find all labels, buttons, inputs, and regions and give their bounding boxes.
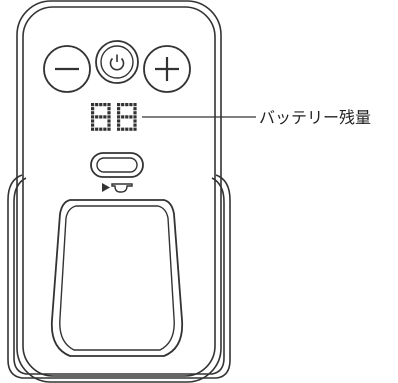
display-dot xyxy=(117,123,121,127)
display-dot xyxy=(91,103,95,107)
display-dot xyxy=(117,119,121,123)
display-dot xyxy=(133,123,137,127)
device-stand xyxy=(7,174,231,379)
display-dot xyxy=(99,115,103,119)
plus-icon xyxy=(155,57,179,81)
display-dot xyxy=(95,115,99,119)
power-icon xyxy=(109,54,125,71)
plus-button[interactable] xyxy=(143,45,191,93)
remote-body xyxy=(16,0,222,383)
display-dot xyxy=(117,103,121,107)
display-dot xyxy=(99,103,103,107)
display-dot xyxy=(133,115,137,119)
display-dot xyxy=(117,127,121,131)
display-dot xyxy=(107,103,111,107)
display-dot xyxy=(129,103,133,107)
display-dot xyxy=(91,107,95,111)
display-dot xyxy=(125,127,129,131)
display-dot xyxy=(117,107,121,111)
display-dot xyxy=(129,115,133,119)
front-panel xyxy=(50,199,184,357)
display-dot xyxy=(91,119,95,123)
display-dot xyxy=(103,115,107,119)
display-dot xyxy=(95,103,99,107)
display-dot xyxy=(91,111,95,115)
display-dot xyxy=(117,111,121,115)
display-dot xyxy=(103,127,107,131)
display-dot xyxy=(107,111,111,115)
tea-pour-icon xyxy=(102,183,133,193)
display-dot xyxy=(107,127,111,131)
display-dot xyxy=(107,115,111,119)
display-dot xyxy=(133,111,137,115)
display-dot xyxy=(91,123,95,127)
display-dot xyxy=(129,127,133,131)
display-dot xyxy=(133,107,137,111)
display-dot xyxy=(121,103,125,107)
display-dot xyxy=(133,119,137,123)
display-dot xyxy=(107,107,111,111)
display-dot xyxy=(95,127,99,131)
display-dot xyxy=(91,127,95,131)
battery-display xyxy=(91,103,137,131)
display-dot xyxy=(91,115,95,119)
display-dot xyxy=(125,115,129,119)
display-dot xyxy=(99,127,103,131)
display-dot xyxy=(121,127,125,131)
battery-level-label: バッテリー残量 xyxy=(259,108,372,127)
display-dot xyxy=(125,103,129,107)
display-dot xyxy=(107,119,111,123)
pill-button[interactable] xyxy=(90,152,144,178)
display-dot xyxy=(117,115,121,119)
minus-button[interactable] xyxy=(43,45,91,93)
display-dot xyxy=(121,115,125,119)
display-dot xyxy=(107,123,111,127)
display-dot xyxy=(133,127,137,131)
power-button[interactable] xyxy=(95,40,139,84)
display-dot xyxy=(133,103,137,107)
display-dot xyxy=(103,103,107,107)
